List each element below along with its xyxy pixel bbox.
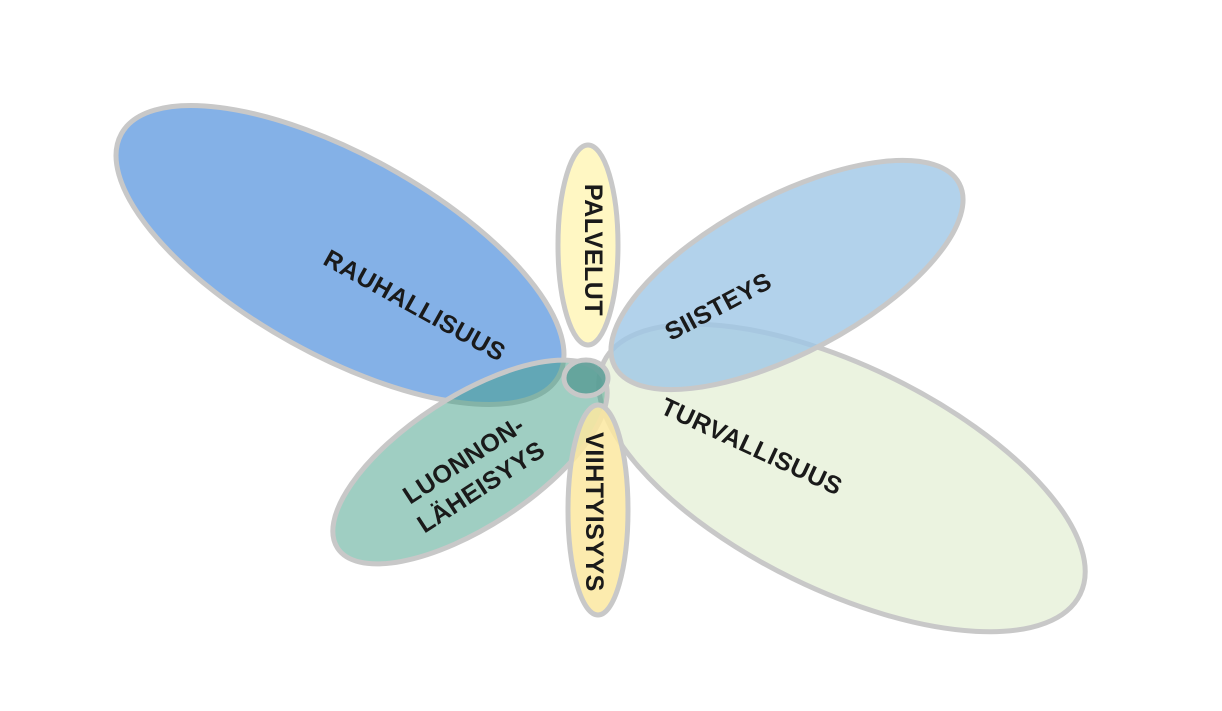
center-hub bbox=[561, 357, 611, 399]
petal-label-line: VIIHTYISYYS bbox=[580, 432, 608, 592]
petal-label-viihtyisyys: VIIHTYISYYS bbox=[580, 432, 608, 592]
petal-turvallisuus bbox=[596, 321, 1088, 635]
petals-layer bbox=[113, 103, 1088, 635]
petal-palvelut bbox=[555, 142, 621, 348]
petal-viihtyisyys bbox=[565, 402, 631, 618]
petal-siisteys bbox=[608, 157, 966, 393]
petal-label-line: PALVELUT bbox=[579, 184, 607, 316]
petal-label-palvelut: PALVELUT bbox=[579, 184, 607, 316]
